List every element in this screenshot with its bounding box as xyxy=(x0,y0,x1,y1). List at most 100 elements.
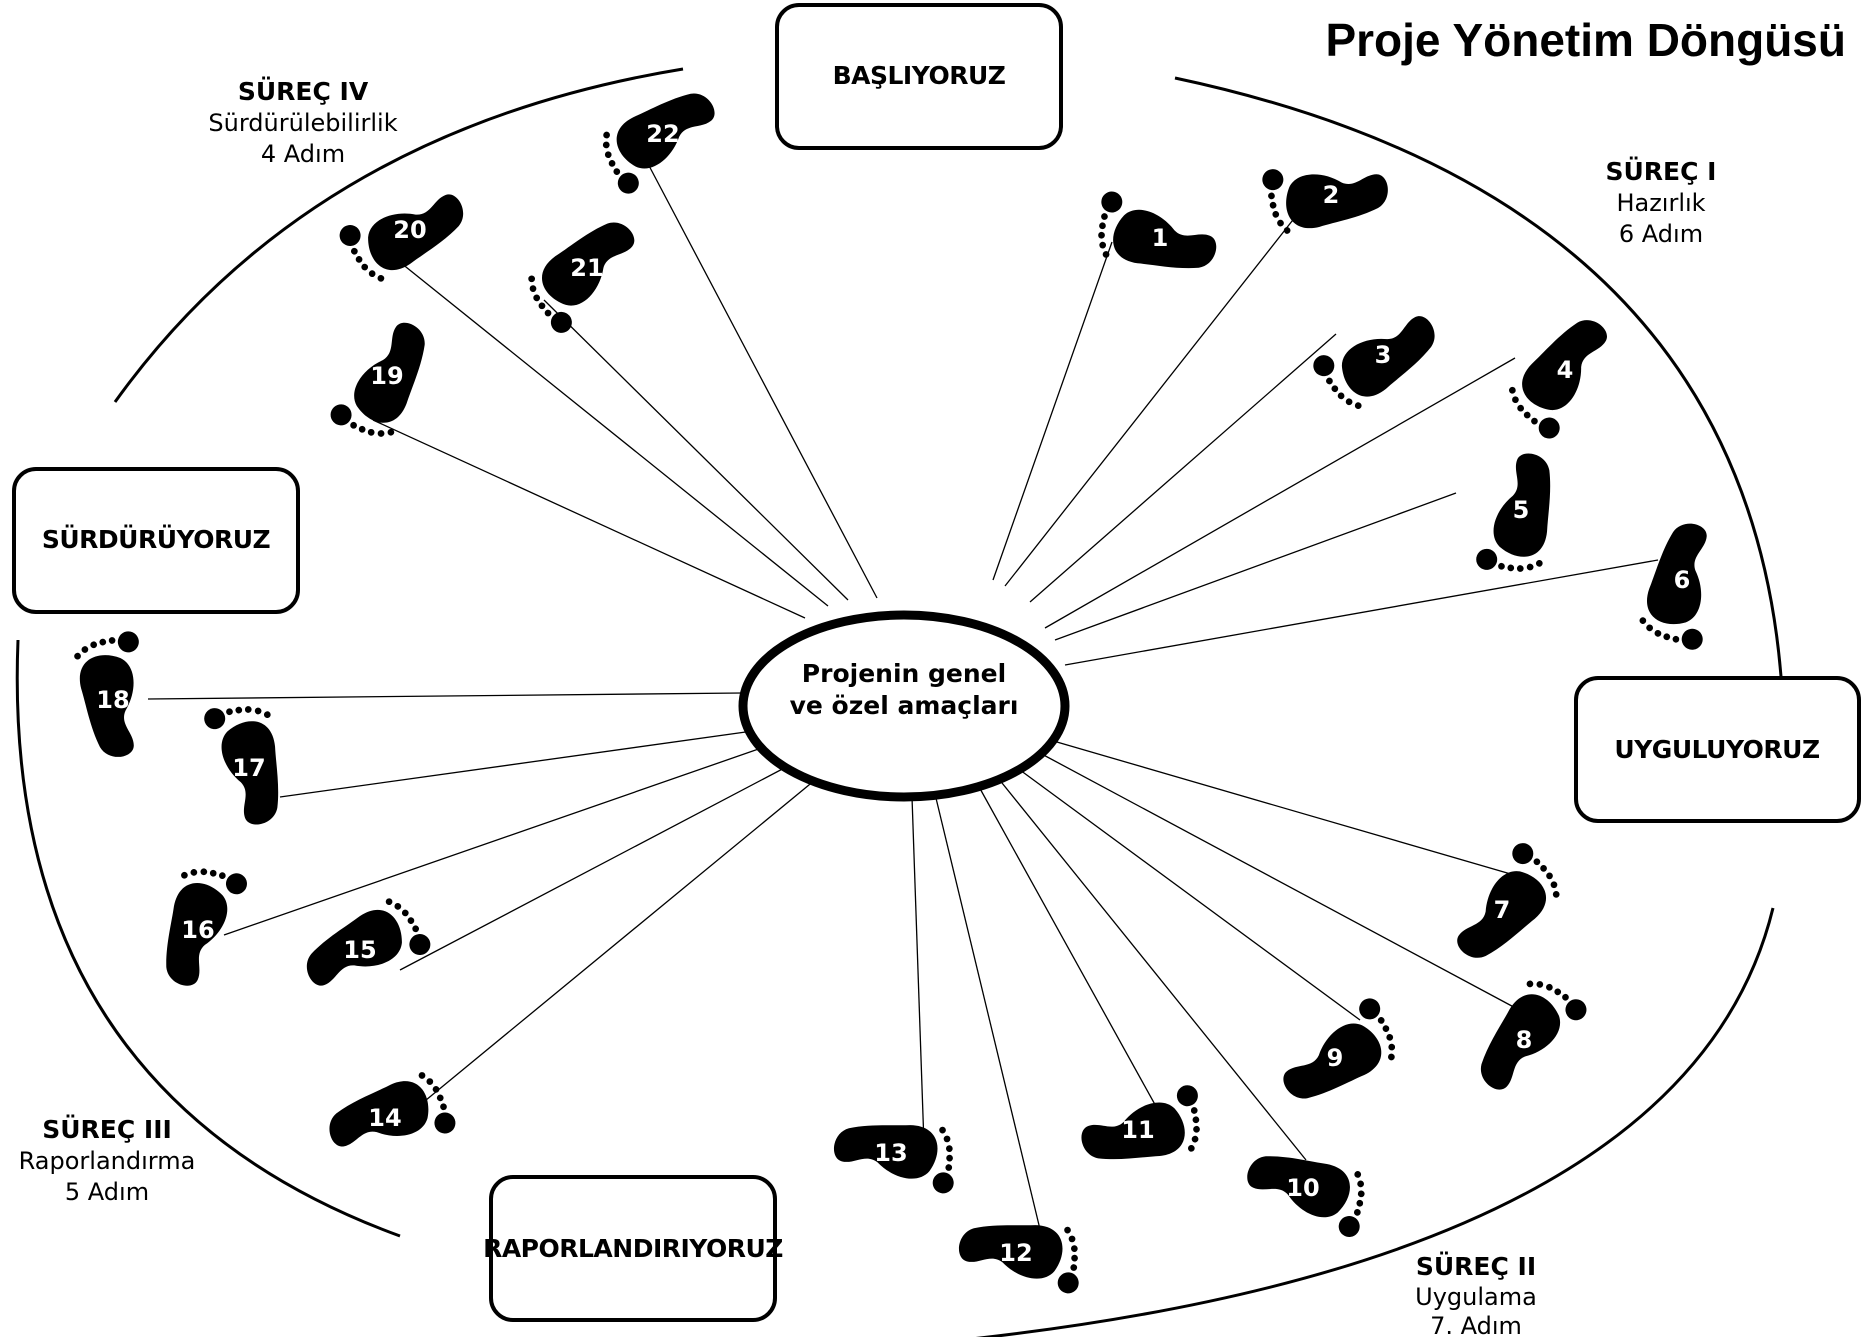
phase-steps: 5 Adım xyxy=(65,1178,149,1206)
spoke-line xyxy=(279,729,761,798)
spoke-line xyxy=(992,241,1113,581)
footstep-number: 1 xyxy=(1152,224,1169,252)
spoke-line xyxy=(1049,739,1522,878)
spoke-line xyxy=(223,744,771,936)
arc-surec-1 xyxy=(1174,76,1784,691)
stage-box-uygulama: UYGULUYORUZ xyxy=(1574,676,1861,823)
footstep-number: 10 xyxy=(1286,1174,1319,1202)
spoke-line xyxy=(1054,492,1457,641)
stage-box-surdurme: SÜRDÜRÜYORUZ xyxy=(12,467,300,614)
footstep-number: 2 xyxy=(1323,181,1340,209)
footstep-number: 20 xyxy=(393,216,426,244)
spoke-line xyxy=(977,784,1159,1111)
footstep-number: 14 xyxy=(368,1104,401,1132)
center-goal: Projenin genel ve özel amaçları xyxy=(738,610,1070,802)
footstep-number: 13 xyxy=(874,1139,907,1167)
footstep-number: 12 xyxy=(999,1239,1032,1267)
footstep-number: 4 xyxy=(1557,356,1574,384)
arc-surec-4 xyxy=(113,67,684,403)
footstep-6: 6 xyxy=(1635,516,1732,653)
spoke-line xyxy=(1029,333,1337,603)
arc-surec-2 xyxy=(975,907,1775,1337)
phase-title: SÜREÇ I xyxy=(1606,156,1717,186)
footstep-number: 22 xyxy=(646,120,679,148)
footstep-5: 5 xyxy=(1474,447,1562,580)
footstep-2: 2 xyxy=(1260,149,1393,237)
spoke-line xyxy=(911,796,925,1146)
footstep-13: 13 xyxy=(830,1117,959,1195)
spoke-line xyxy=(372,419,806,619)
spoke-line xyxy=(419,779,816,1106)
footstep-number: 16 xyxy=(181,916,214,944)
spoke-line xyxy=(1004,215,1297,587)
footstep-number: 8 xyxy=(1516,1026,1533,1054)
diagram-title: Proje Yönetim Döngüsü xyxy=(1325,14,1846,66)
footstep-number: 5 xyxy=(1513,496,1530,524)
phase-title: SÜREÇ II xyxy=(1416,1251,1536,1281)
footstep-11: 11 xyxy=(1075,1083,1208,1171)
phase-name: Hazırlık xyxy=(1616,189,1705,217)
footstep-3: 3 xyxy=(1309,292,1448,418)
phase-label-surec2: SÜREÇ II Uygulama 7. Adım xyxy=(1415,1251,1537,1337)
phase-label-surec1: SÜREÇ I Hazırlık 6 Adım xyxy=(1606,156,1717,248)
stage-label-uygulama: UYGULUYORUZ xyxy=(1614,735,1819,764)
center-line-2: ve özel amaçları xyxy=(790,691,1019,720)
footstep-16: 16 xyxy=(153,859,250,995)
spoke-line xyxy=(934,793,1046,1251)
phase-steps: 4 Adım xyxy=(261,140,345,168)
footstep-number: 18 xyxy=(96,686,129,714)
footstep-21: 21 xyxy=(517,207,654,338)
footstep-22: 22 xyxy=(591,78,731,198)
stage-label-baslangic: BAŞLIYORUZ xyxy=(833,61,1006,90)
footstep-number: 17 xyxy=(232,754,265,782)
footstep-10: 10 xyxy=(1238,1143,1374,1240)
footstep-number: 6 xyxy=(1674,566,1691,594)
footstep-8: 8 xyxy=(1466,969,1591,1108)
phase-label-surec4: SÜREÇ IV Sürdürülebilirlik 4 Adım xyxy=(208,76,397,168)
phase-steps: 6 Adım xyxy=(1619,220,1703,248)
stage-box-raporlama: RAPORLANDIRIYORUZ xyxy=(483,1175,783,1322)
footstep-9: 9 xyxy=(1267,994,1407,1114)
footstep-20: 20 xyxy=(335,170,475,290)
phase-name: Raporlandırma xyxy=(19,1147,196,1175)
center-line-1: Projenin genel xyxy=(802,659,1006,688)
footstep-number: 21 xyxy=(570,254,603,282)
footstep-number: 11 xyxy=(1121,1116,1154,1144)
spoke-line xyxy=(1037,751,1524,1013)
stage-label-raporlama: RAPORLANDIRIYORUZ xyxy=(483,1234,783,1263)
phase-label-surec3: SÜREÇ III Raporlandırma 5 Adım xyxy=(19,1114,196,1206)
spoke-lines xyxy=(147,159,1659,1251)
phase-name: Uygulama xyxy=(1415,1283,1537,1311)
spoke-line xyxy=(1044,357,1516,629)
cycle-arcs xyxy=(15,67,1784,1337)
phase-name: Sürdürülebilirlik xyxy=(208,109,397,137)
footstep-1: 1 xyxy=(1089,189,1224,280)
arc-surec-3 xyxy=(15,639,401,1238)
spoke-line xyxy=(997,777,1307,1161)
footstep-number: 7 xyxy=(1494,896,1511,924)
spoke-line xyxy=(1064,559,1659,666)
stage-box-baslangic: BAŞLIYORUZ xyxy=(775,3,1063,150)
phase-title: SÜREÇ III xyxy=(42,1114,172,1144)
footstep-15: 15 xyxy=(295,890,435,1010)
footstep-number: 19 xyxy=(370,362,403,390)
phase-title: SÜREÇ IV xyxy=(238,76,369,106)
spoke-line xyxy=(1019,769,1361,1021)
footstep-19: 19 xyxy=(327,308,439,448)
footstep-14: 14 xyxy=(320,1066,459,1172)
footstep-number: 3 xyxy=(1375,341,1392,369)
footstep-12: 12 xyxy=(955,1217,1084,1295)
footstep-number: 15 xyxy=(343,936,376,964)
footstep-4: 4 xyxy=(1499,306,1630,443)
spoke-line xyxy=(399,764,791,971)
spoke-line xyxy=(543,299,849,601)
stage-label-surdurme: SÜRDÜRÜYORUZ xyxy=(42,524,270,554)
footstep-17: 17 xyxy=(202,698,290,831)
footstep-7: 7 xyxy=(1436,838,1570,973)
spoke-line xyxy=(147,692,743,700)
phase-steps: 7. Adım xyxy=(1430,1312,1522,1337)
footstep-18: 18 xyxy=(71,629,159,762)
spoke-line xyxy=(645,159,878,599)
